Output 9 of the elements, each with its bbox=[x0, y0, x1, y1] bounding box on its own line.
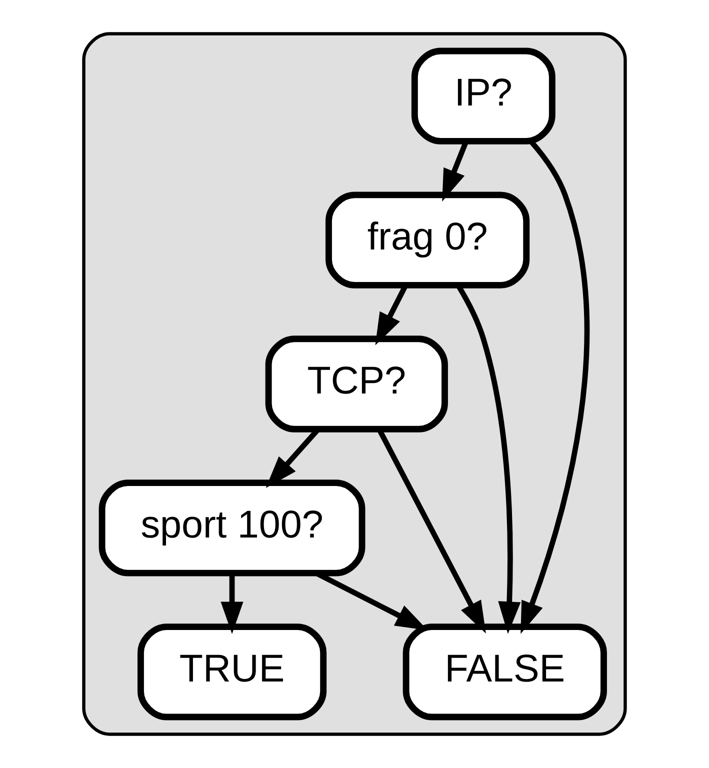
node-box: TRUE bbox=[138, 624, 327, 720]
node-box: sport 100? bbox=[98, 480, 366, 576]
node-box: frag 0? bbox=[326, 192, 530, 288]
arrow bbox=[220, 574, 244, 634]
cluster bbox=[82, 32, 627, 736]
arrow bbox=[520, 140, 590, 634]
node-box: FALSE bbox=[402, 624, 607, 720]
node-box: IP? bbox=[411, 48, 556, 144]
node-box: TCP? bbox=[265, 336, 448, 432]
